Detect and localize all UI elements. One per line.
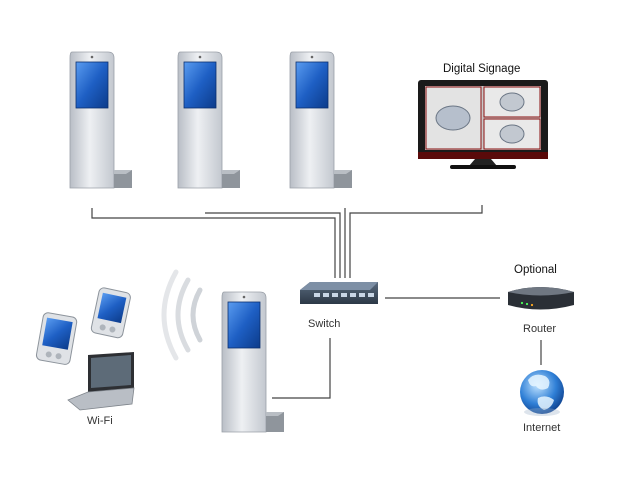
router-label: Router xyxy=(523,323,557,335)
router-icon xyxy=(508,287,574,310)
laptop-icon xyxy=(67,352,135,411)
internet-label: Internet xyxy=(523,422,561,434)
kiosk2-line xyxy=(205,212,341,278)
digital-signage-tv-icon xyxy=(418,80,548,169)
tablet-icon xyxy=(35,312,78,365)
kiosk-bus-line xyxy=(91,208,336,278)
network-switch-icon xyxy=(300,282,378,304)
tablet-icon xyxy=(90,287,131,339)
kiosk-2 xyxy=(177,51,240,189)
wifi-label: Wi-Fi xyxy=(87,415,113,427)
optional-label: Optional xyxy=(514,264,557,276)
kiosk-3 xyxy=(289,51,352,189)
internet-globe-icon xyxy=(520,370,564,416)
signage-line xyxy=(349,205,483,278)
connection-lines xyxy=(91,205,542,399)
wifi-waves-icon xyxy=(161,269,203,361)
switch-label: Switch xyxy=(308,318,341,330)
kiosk-1 xyxy=(69,51,132,189)
digital-signage-label: Digital Signage xyxy=(443,63,521,75)
kiosk-4 xyxy=(221,291,284,433)
switch-kiosk4-line xyxy=(272,338,331,399)
